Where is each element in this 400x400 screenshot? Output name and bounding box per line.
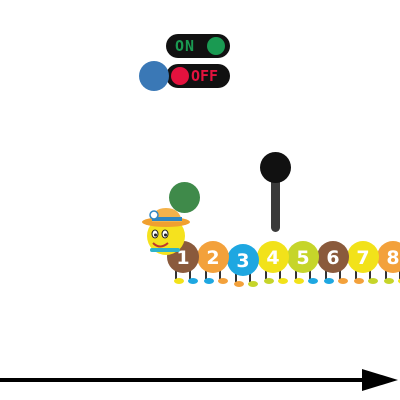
lever-knob[interactable] (260, 152, 291, 183)
caterpillar-foot (248, 281, 258, 287)
lever-stick[interactable] (271, 164, 280, 232)
off-button[interactable]: OFF (166, 64, 230, 88)
caterpillar-segment-2 (197, 241, 229, 273)
caterpillar-foot (218, 278, 228, 284)
caterpillar-segment-6 (317, 241, 349, 273)
caterpillar-foot (174, 278, 184, 284)
caterpillar-head (142, 208, 190, 255)
caterpillar-smile (152, 242, 169, 248)
caterpillar-segment-number: 8 (386, 247, 399, 269)
hat-flower-icon (149, 210, 159, 220)
on-indicator-icon (207, 37, 225, 55)
caterpillar-foot (234, 281, 244, 287)
off-indicator-icon (171, 67, 189, 85)
caterpillar-segment-7 (347, 241, 379, 273)
caterpillar-segment-8 (377, 241, 400, 273)
caterpillar-foot (324, 278, 334, 284)
caterpillar-segment-number: 1 (176, 247, 189, 269)
caterpillar-foot (188, 278, 198, 284)
caterpillar-foot (368, 278, 378, 284)
caterpillar-segment-number: 6 (326, 247, 339, 269)
caterpillar-foot (294, 278, 304, 284)
caterpillar-foot (354, 278, 364, 284)
caterpillar-foot (308, 278, 318, 284)
caterpillar-foot (384, 278, 394, 284)
caterpillar-segment-number: 7 (356, 247, 369, 269)
caterpillar-segment-3 (227, 244, 259, 276)
caterpillar-segment-number: 3 (236, 250, 249, 272)
right-arrow-icon (362, 369, 398, 391)
caterpillar-segment-number: 5 (296, 247, 309, 269)
caterpillar-segment-number: 4 (266, 247, 279, 269)
caterpillar-foot (278, 278, 288, 284)
caterpillar-foot (264, 278, 274, 284)
caterpillar-segment-number: 2 (206, 247, 219, 269)
green-dot[interactable] (169, 182, 200, 213)
off-label: OFF (191, 67, 219, 85)
caterpillar-foot (338, 278, 348, 284)
caterpillar-collar (150, 248, 180, 252)
arrow-line (0, 378, 366, 382)
caterpillar-segment-4 (257, 241, 289, 273)
hat-band (152, 217, 182, 221)
on-label: ON (175, 37, 196, 55)
blue-dot[interactable] (139, 61, 169, 91)
caterpillar-pupil-right (164, 233, 167, 237)
caterpillar-pupil-left (154, 233, 157, 237)
caterpillar-foot (204, 278, 214, 284)
on-button[interactable]: ON (166, 34, 230, 58)
caterpillar-segment-5 (287, 241, 319, 273)
